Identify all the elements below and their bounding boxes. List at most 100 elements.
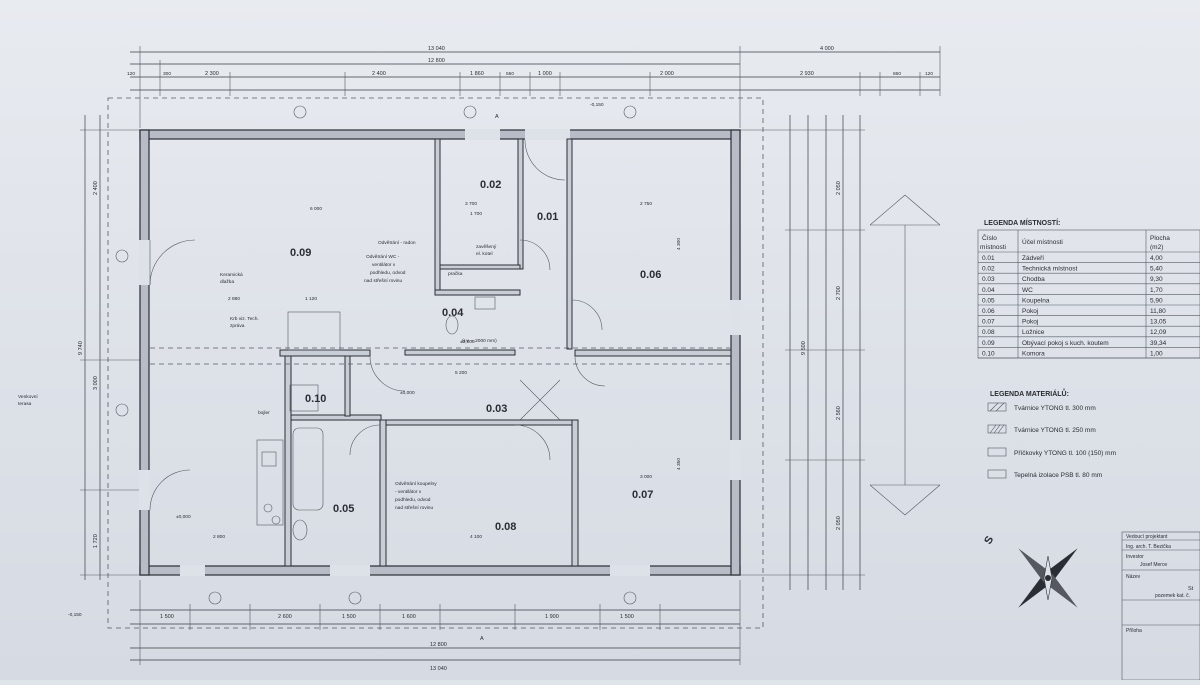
legend-cell-purpose: Zádveří — [1022, 255, 1044, 262]
ceramic-1: Keramická — [220, 272, 243, 278]
level-outside-2: -0,150 — [68, 612, 82, 618]
material-legend-title: LEGENDA MATERIÁLŮ: — [990, 388, 1069, 398]
material-2: Příčkovky YTONG tl. 100 (150) mm — [1014, 450, 1116, 457]
dim-int-1: 2 880 — [228, 296, 240, 302]
tb-row-5: St — [1188, 586, 1194, 592]
dim-right-total: 9 500 — [801, 341, 807, 355]
boiler-2: el. kotel — [476, 251, 493, 257]
tb-row-2: Investor — [1126, 554, 1144, 560]
legend-cell-purpose: Komora — [1022, 350, 1045, 357]
dim-bottom-seg-5: 1 500 — [620, 614, 634, 620]
tb-row-4: Název — [1126, 574, 1141, 580]
dim-left-seg-2: 1 720 — [93, 534, 99, 548]
dim-bottom-seg-1: 2 600 — [278, 614, 292, 620]
room-0-10: 0.10 — [305, 393, 326, 405]
tb-row-6: pozemek kat. č. — [1155, 593, 1190, 599]
vent-wc-0: Odvětrání - radon — [378, 240, 416, 246]
dim-int-7: 4 350 — [676, 458, 682, 470]
dim-bottom-inner: 12 800 — [430, 642, 447, 648]
dim-top-seg-7: 2 000 — [660, 71, 674, 77]
legend-cell-area: 5,40 — [1150, 266, 1163, 273]
dim-top-seg-3: 2 400 — [372, 71, 386, 77]
vent-wc-2: ventilátor v — [372, 262, 396, 268]
dim-top-inner: 12 800 — [428, 58, 445, 64]
room-legend-title: LEGENDA MÍSTNOSTÍ: — [984, 218, 1060, 227]
room-legend: LEGENDA MÍSTNOSTÍ: Číslo místnosti Účel … — [977, 218, 1200, 359]
dim-top-seg-2: 2 300 — [205, 71, 219, 77]
material-swatch-2 — [987, 447, 1007, 457]
dim-bottom-seg-4: 1 900 — [545, 614, 559, 620]
dim-int-5: 4 300 — [676, 238, 682, 250]
annotations: Venkovní terasa Keramická dlažba Krb viz… — [18, 102, 604, 642]
legend-header-num-1: Číslo — [982, 233, 997, 242]
dim-int-0: 6 000 — [310, 206, 322, 212]
washbasin — [474, 296, 496, 310]
terrace-2: terasa — [18, 401, 32, 407]
dim-int-10: 2 750 — [640, 201, 652, 207]
terrace-1: Venkovní — [18, 394, 38, 400]
fireplace — [287, 311, 341, 351]
room-0-03: 0.03 — [486, 403, 507, 415]
boiler-tank — [289, 384, 319, 412]
door-swings — [149, 139, 606, 511]
legend-cell-num: 0.08 — [982, 329, 995, 336]
grid-markers — [115, 105, 637, 605]
dim-left-seg-1: 3 000 — [93, 376, 99, 390]
dim-left-seg-0: 2 400 — [93, 181, 99, 195]
tb-row-0: Vedoucí projektant — [1126, 534, 1168, 540]
dim-bottom-seg-0: 1 500 — [160, 614, 174, 620]
level-1: ±0,000 — [400, 390, 415, 396]
legend-header-area-1: Plocha — [1150, 235, 1170, 242]
legend-cell-area: 13,05 — [1150, 319, 1167, 326]
bottom-dimensions: 1 500 2 600 1 500 1 600 1 900 1 500 12 8… — [130, 580, 741, 672]
dim-top-seg-4: 1 860 — [470, 71, 484, 77]
material-3: Tepelná izolace PSB tl. 80 mm — [1014, 472, 1102, 479]
dim-top-seg-0: 120 — [127, 71, 135, 77]
tb-row-7: Příloha — [1126, 628, 1142, 634]
bath-vent-3: nad střešní rovinu — [395, 505, 433, 511]
dim-int-3: 2 800 — [213, 534, 225, 540]
pergola-lines — [869, 194, 941, 516]
left-dimensions: 9 740 2 400 3 000 1 720 — [78, 115, 140, 580]
interior-dimensions: 6 000 2 880 1 120 2 800 3 700 4 300 3 00… — [213, 201, 682, 540]
vent-wc-3: podhledu, odvod — [370, 270, 406, 276]
legend-header-area-2: (m2) — [1150, 244, 1163, 251]
legend-cell-area: 9,30 — [1150, 276, 1163, 283]
title-block: Vedoucí projektant Ing. arch. T. Bezička… — [1121, 531, 1200, 681]
dim-top-seg-5: 550 — [506, 71, 514, 77]
fireplace-1: Krb viz. Tech. — [230, 316, 259, 322]
room-0-09: 0.09 — [290, 247, 311, 259]
dim-top-right: 4 000 — [820, 46, 834, 52]
dim-int-11: 1 700 — [470, 211, 482, 217]
material-swatch-0 — [987, 402, 1007, 412]
compass-label: S — [982, 534, 996, 546]
legend-cell-purpose: Obývací pokoj s kuch. koutem — [1022, 340, 1109, 347]
level-3: ±0,000 — [460, 339, 475, 345]
material-0: Tvárnice YTONG tl. 300 mm — [1014, 405, 1096, 412]
dim-top-seg-1: 300 — [163, 71, 171, 77]
section-a-top: A — [495, 114, 499, 120]
boiler-small: bojler — [258, 410, 270, 416]
sink — [261, 451, 277, 467]
legend-cell-area: 1,70 — [1150, 287, 1163, 294]
top-dimensions: 13 040 4 000 12 800 120 300 2 300 2 400 … — [127, 46, 941, 128]
interior-walls — [279, 138, 732, 567]
legend-cell-purpose: Chodba — [1022, 276, 1045, 283]
legend-cell-area: 1,00 — [1150, 350, 1163, 357]
dim-right-seg-3: 2 050 — [836, 516, 842, 530]
legend-cell-num: 0.02 — [982, 266, 995, 273]
legend-cell-purpose: Pokoj — [1022, 319, 1038, 326]
hob — [263, 503, 273, 513]
dim-right-seg-0: 2 050 — [836, 181, 842, 195]
room-0-05: 0.05 — [333, 503, 354, 515]
legend-cell-purpose: Ložnice — [1022, 329, 1045, 336]
legend-cell-num: 0.07 — [982, 319, 995, 326]
dim-top-seg-8: 2 930 — [800, 71, 814, 77]
dim-int-2: 1 120 — [305, 296, 317, 302]
legend-cell-num: 0.04 — [982, 287, 995, 294]
legend-cell-area: 11,80 — [1150, 308, 1166, 315]
material-1: Tvárnice YTONG tl. 250 mm — [1014, 427, 1096, 434]
